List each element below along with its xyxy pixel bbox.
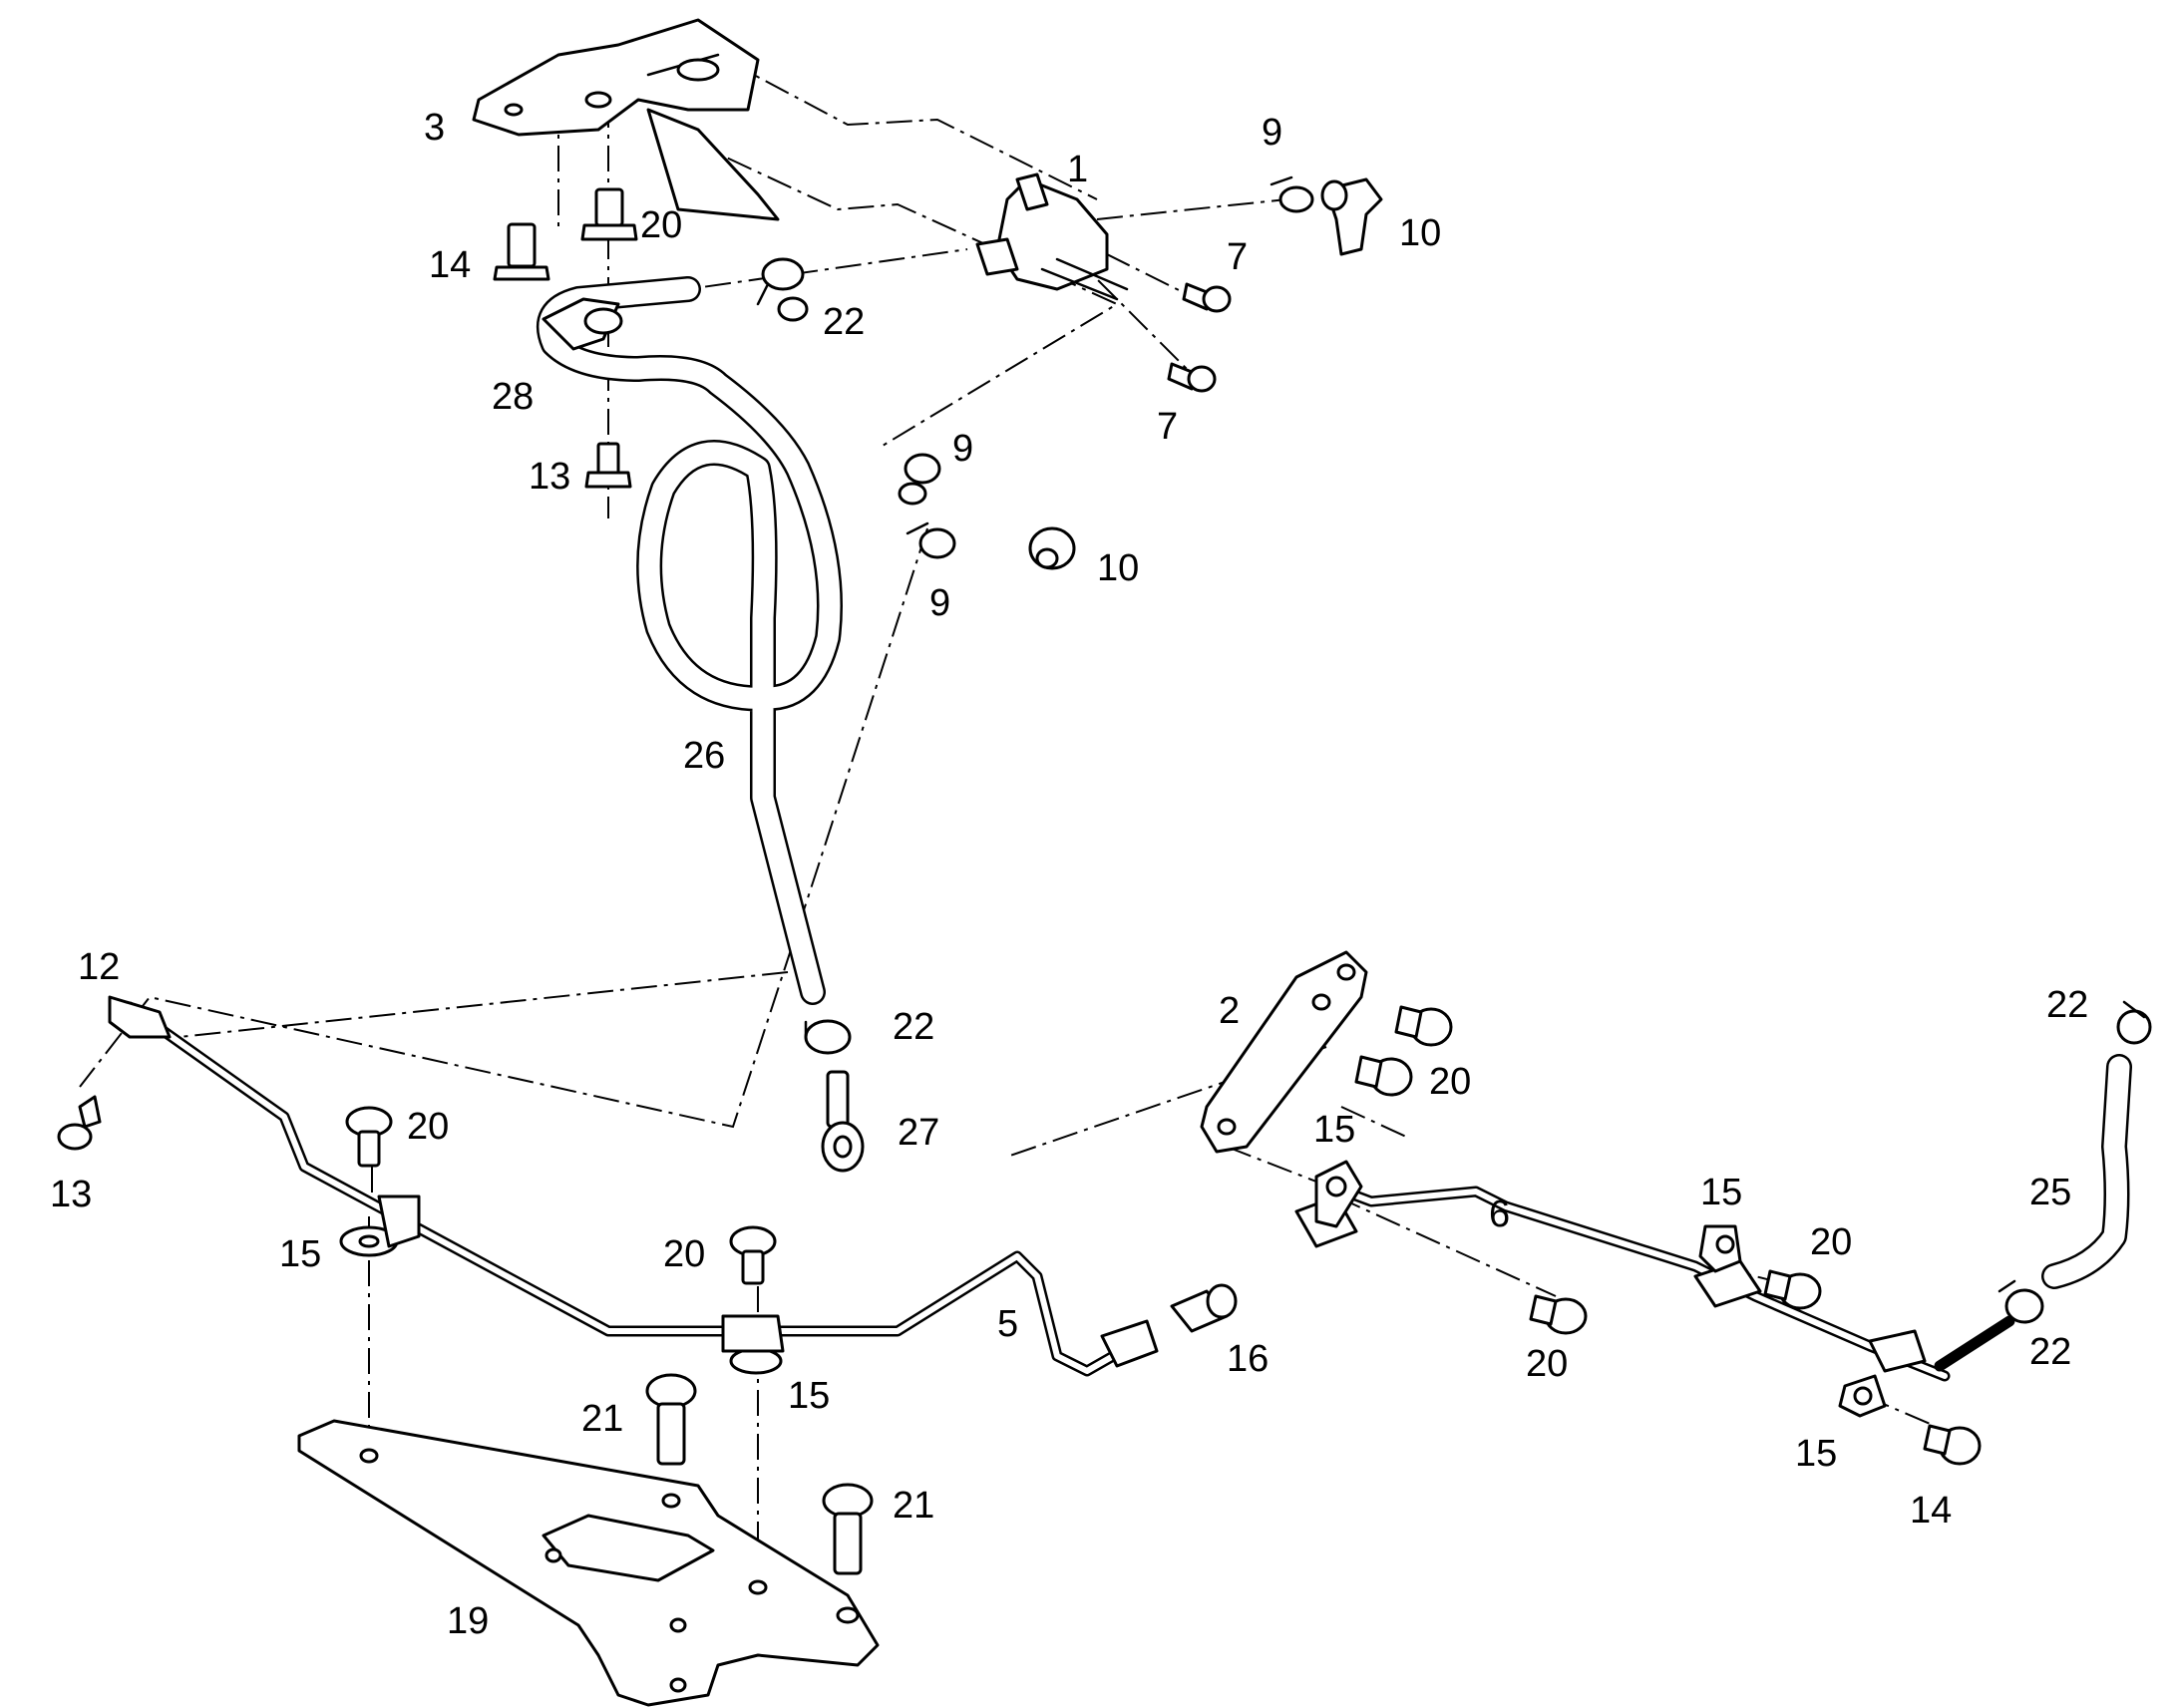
bolt-7-upper <box>1182 282 1232 313</box>
bolt-13-upper <box>584 442 632 489</box>
callout-21-left: 21 <box>581 1398 623 1440</box>
callout-20-centre: 20 <box>663 1233 705 1275</box>
clamp-15-pipe6-right <box>1838 1374 1887 1418</box>
callout-13-lower: 13 <box>50 1174 92 1215</box>
callout-15-pipe6: 15 <box>1700 1172 1742 1213</box>
bolt-7-lower <box>1167 362 1217 393</box>
callout-9-middle: 9 <box>952 428 973 470</box>
callout-9-lower: 9 <box>929 582 950 624</box>
bolt-20-bracket2-a <box>1394 1005 1453 1047</box>
clamp-9-upper <box>1270 175 1314 213</box>
fitting-10-middle <box>1028 526 1076 570</box>
union-part-16 <box>1170 1283 1238 1333</box>
callout-16: 16 <box>1227 1338 1269 1380</box>
callout-20-pipe6-upper: 20 <box>1810 1221 1852 1263</box>
callout-2: 2 <box>1219 990 1240 1032</box>
callout-20-upper: 20 <box>640 204 682 246</box>
callout-14-lower: 14 <box>1910 1490 1952 1532</box>
callout-28: 28 <box>492 376 534 418</box>
hose-25 <box>2041 1054 2132 1289</box>
callout-7-upper: 7 <box>1227 236 1248 278</box>
bolt-21-right <box>822 1483 874 1575</box>
callout-20-pipe6-lower: 20 <box>1526 1343 1568 1385</box>
valve-part-1 <box>975 172 1129 301</box>
bolt-13-lower <box>57 1095 102 1151</box>
hose-26 <box>537 276 843 1005</box>
clamp-9-lower <box>906 521 956 559</box>
bolt-20-centre <box>729 1225 777 1285</box>
bolt-20-pipe6-upper <box>1763 1269 1822 1310</box>
callout-12: 12 <box>78 946 120 988</box>
callout-22-right-upper: 22 <box>2046 984 2088 1026</box>
clamp-15-pipe6-left <box>1314 1160 1363 1228</box>
callout-7-lower: 7 <box>1157 406 1178 448</box>
clamp-part-28 <box>542 297 623 351</box>
callout-22-upper: 22 <box>823 301 865 343</box>
bolt-14-lower <box>1923 1424 1982 1466</box>
callout-14-upper: 14 <box>429 244 471 286</box>
pipe-5 <box>108 995 1159 1377</box>
callout-3: 3 <box>424 107 445 149</box>
callout-20-left: 20 <box>407 1106 449 1148</box>
plate-part-19 <box>297 1419 880 1707</box>
clamp-15-left <box>339 1195 421 1257</box>
callout-9-upper: 9 <box>1262 112 1282 154</box>
pipe-6 <box>1294 1181 2015 1382</box>
callout-20-bracket: 20 <box>1429 1061 1471 1103</box>
callout-1: 1 <box>1067 149 1088 190</box>
pipe-clamps-15 <box>339 1160 1887 1418</box>
clamp-22-middle <box>804 1019 852 1055</box>
callout-22-middle: 22 <box>893 1006 934 1048</box>
callout-19: 19 <box>447 1600 489 1642</box>
bolt-21-left <box>645 1373 697 1466</box>
callout-10-upper: 10 <box>1399 212 1441 254</box>
callout-26: 26 <box>683 735 725 777</box>
callout-21-right: 21 <box>893 1485 934 1527</box>
callout-15-bracket: 15 <box>1313 1109 1355 1151</box>
fasteners <box>57 175 2152 1575</box>
callout-15-centre: 15 <box>788 1375 830 1417</box>
callout-27: 27 <box>898 1112 939 1154</box>
bracket-part-2 <box>1200 950 1368 1154</box>
callout-13-upper: 13 <box>529 456 570 498</box>
clamp-22-right-lower <box>1998 1279 2044 1324</box>
callout-6: 6 <box>1489 1194 1510 1235</box>
bolt-20-pipe6-lower <box>1529 1294 1588 1335</box>
bolt-14-upper <box>493 222 550 281</box>
callout-22-right-lower: 22 <box>2029 1331 2071 1373</box>
clamp-22-upper <box>756 257 809 322</box>
callout-15-left: 15 <box>279 1233 321 1275</box>
bolt-20-bracket2-b <box>1354 1055 1413 1097</box>
callout-5: 5 <box>997 1303 1018 1345</box>
bolt-20-upper <box>580 187 638 241</box>
callout-25: 25 <box>2029 1172 2071 1213</box>
callout-10-middle: 10 <box>1097 547 1139 589</box>
clamp-9-middle <box>898 453 941 506</box>
clamp-22-right-upper <box>2116 1000 2152 1045</box>
clamp-15-pipe6-mid <box>1698 1224 1742 1273</box>
elbow-10-upper <box>1320 177 1383 256</box>
banjo-fitting-27 <box>821 1070 865 1173</box>
bolt-20-left <box>345 1106 393 1168</box>
callout-15-right: 15 <box>1795 1433 1837 1475</box>
callouts: 1 2 3 5 6 7 7 9 9 9 10 10 12 13 13 14 14… <box>50 107 2088 1642</box>
clamp-15-centre <box>721 1314 785 1375</box>
bracket-part-3 <box>472 18 780 221</box>
